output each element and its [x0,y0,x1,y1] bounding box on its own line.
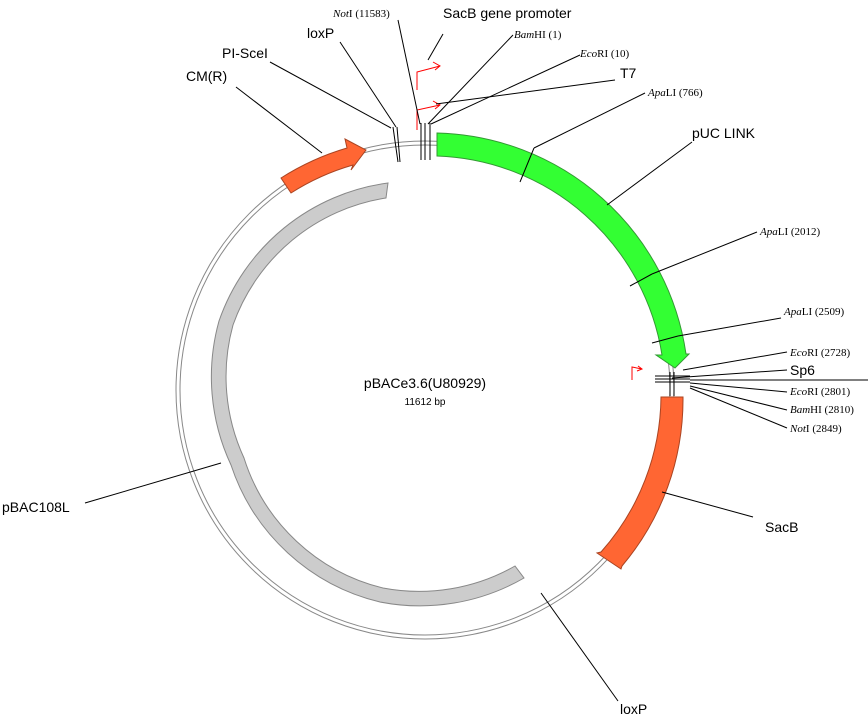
feature-label-cmr: CM(R) [186,68,227,84]
feature-label-sacb: SacB [765,519,798,535]
label-pi-scei: PI-SceI [222,45,268,61]
cmr-arrow [280,138,367,194]
site-bamhi-2810: BamHI (2810) [790,404,854,416]
site-noti-11583: NotI (11583) [332,8,390,20]
plasmid-size: 11612 bp [405,397,446,408]
site-apali-2509: ApaLI (2509) [783,306,845,318]
sacb-promoter-arrow [416,61,441,90]
feature-label-puc-link: pUC LINK [692,125,756,141]
label-sacb-promoter: SacB gene promoter [443,5,572,21]
label-t7: T7 [620,65,637,81]
site-ecori-2728: EcoRI (2728) [789,347,851,359]
promoter-arrows [416,61,644,380]
feature-label-pbac108l: pBAC108L [2,499,70,515]
plasmid-name: pBACe3.6(U80929) [364,375,486,391]
sacb-arrow [595,396,684,570]
pbac108l-arc [210,182,525,607]
site-bamhi-1: BamHI (1) [514,29,562,41]
puc-link-arrow [436,132,691,369]
site-apali-2012: ApaLI (2012) [759,226,821,238]
site-ecori-10: EcoRI (10) [579,48,630,60]
label-loxp-top: loxP [307,25,334,41]
site-apali-766: ApaLI (766) [647,87,703,99]
leader-lines [84,19,868,702]
label-sp6: Sp6 [790,362,815,378]
site-noti-2849: NotI (2849) [789,423,842,435]
right-site-ticks [655,372,690,396]
site-ecori-2801: EcoRI (2801) [789,386,851,398]
feature-label-loxp-bottom: loxP [620,701,647,717]
top-site-ticks [392,123,431,163]
sp6-promoter-arrow [631,365,644,380]
